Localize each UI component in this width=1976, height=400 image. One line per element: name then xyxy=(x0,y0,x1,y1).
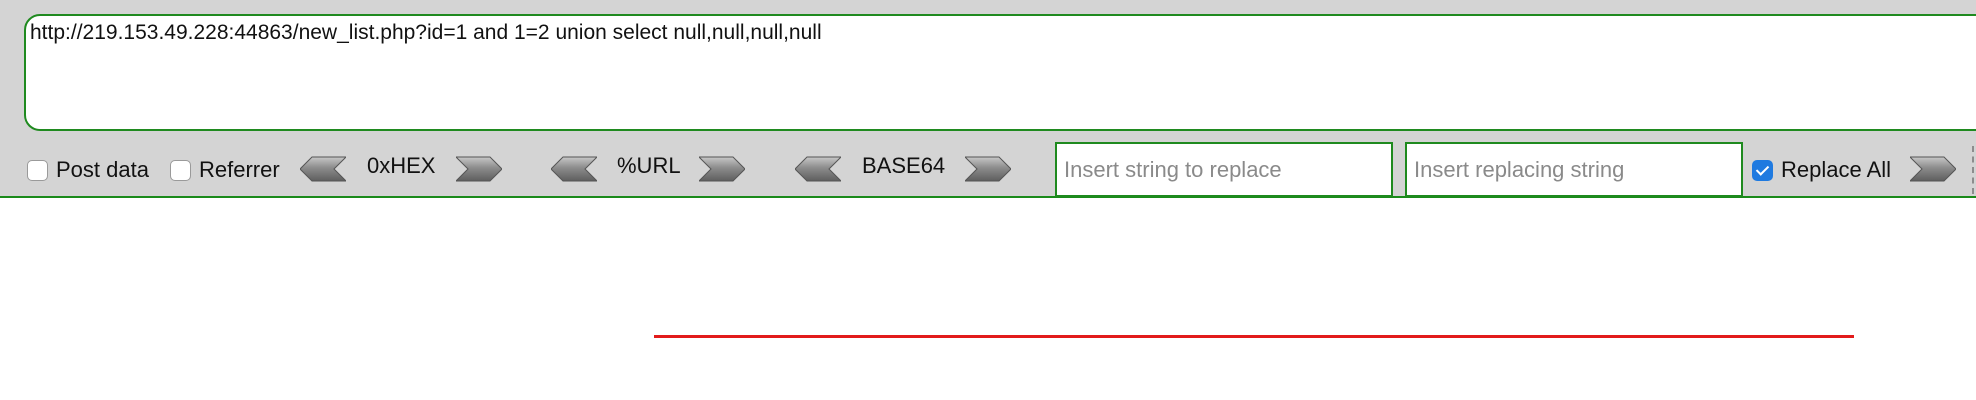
base64-encode-right-arrow-icon[interactable] xyxy=(965,155,1011,183)
base64-decode-left-arrow-icon[interactable] xyxy=(795,155,841,183)
url-input[interactable] xyxy=(24,14,1976,131)
find-string-input[interactable] xyxy=(1055,142,1393,197)
url-encoder-label: %URL xyxy=(617,153,681,178)
referrer-label: Referrer xyxy=(199,157,280,182)
hex-encoder-label: 0xHEX xyxy=(367,153,436,178)
page-red-rule xyxy=(654,335,1854,338)
hex-decode-left-arrow-icon[interactable] xyxy=(300,155,346,183)
url-decode-left-arrow-icon[interactable] xyxy=(551,155,597,183)
hex-encode-right-arrow-icon[interactable] xyxy=(456,155,502,183)
post-data-label: Post data xyxy=(56,157,149,182)
replace-all-option[interactable]: Replace All xyxy=(1752,155,1891,185)
referrer-option[interactable]: Referrer xyxy=(170,155,280,185)
base64-encoder-label: BASE64 xyxy=(862,153,946,178)
post-data-option[interactable]: Post data xyxy=(27,155,149,185)
referrer-checkbox[interactable] xyxy=(170,159,191,181)
hackbar-toolbar: Post data Referrer 0xHEX %URL BASE64 Rep… xyxy=(0,0,1976,198)
post-data-checkbox[interactable] xyxy=(27,159,48,181)
replace-all-label: Replace All xyxy=(1781,157,1892,182)
toolbar-divider xyxy=(1972,146,1974,194)
replace-all-checkbox[interactable] xyxy=(1752,159,1773,181)
url-encode-right-arrow-icon[interactable] xyxy=(699,155,745,183)
replace-string-input[interactable] xyxy=(1405,142,1743,197)
replace-execute-right-arrow-icon[interactable] xyxy=(1910,155,1956,183)
